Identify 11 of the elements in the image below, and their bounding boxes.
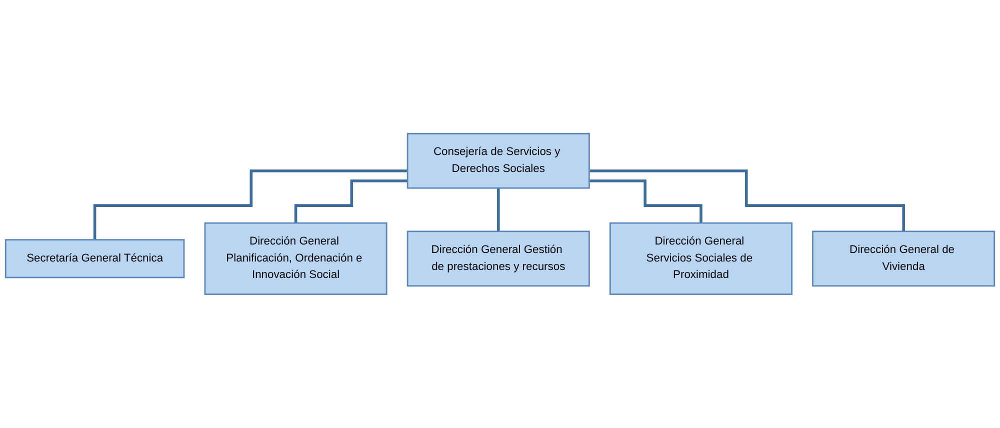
node-box: Dirección General de Vivienda (812, 230, 996, 287)
node-box: Dirección General Planificación, Ordenación e Innovación Social (204, 222, 388, 296)
node-box: Consejería de Servicios y Derechos Sociales (406, 132, 590, 189)
connector (589, 170, 905, 233)
node-box: Secretaría General Técnica (4, 239, 185, 278)
node-box: Dirección General Gestión de prestaciones y recursos (406, 230, 590, 287)
connector (294, 180, 408, 224)
connector (93, 170, 408, 242)
node-box: Dirección General Servicios Sociales de Proximidad (609, 222, 792, 296)
connector (496, 186, 500, 233)
connector (589, 180, 702, 224)
